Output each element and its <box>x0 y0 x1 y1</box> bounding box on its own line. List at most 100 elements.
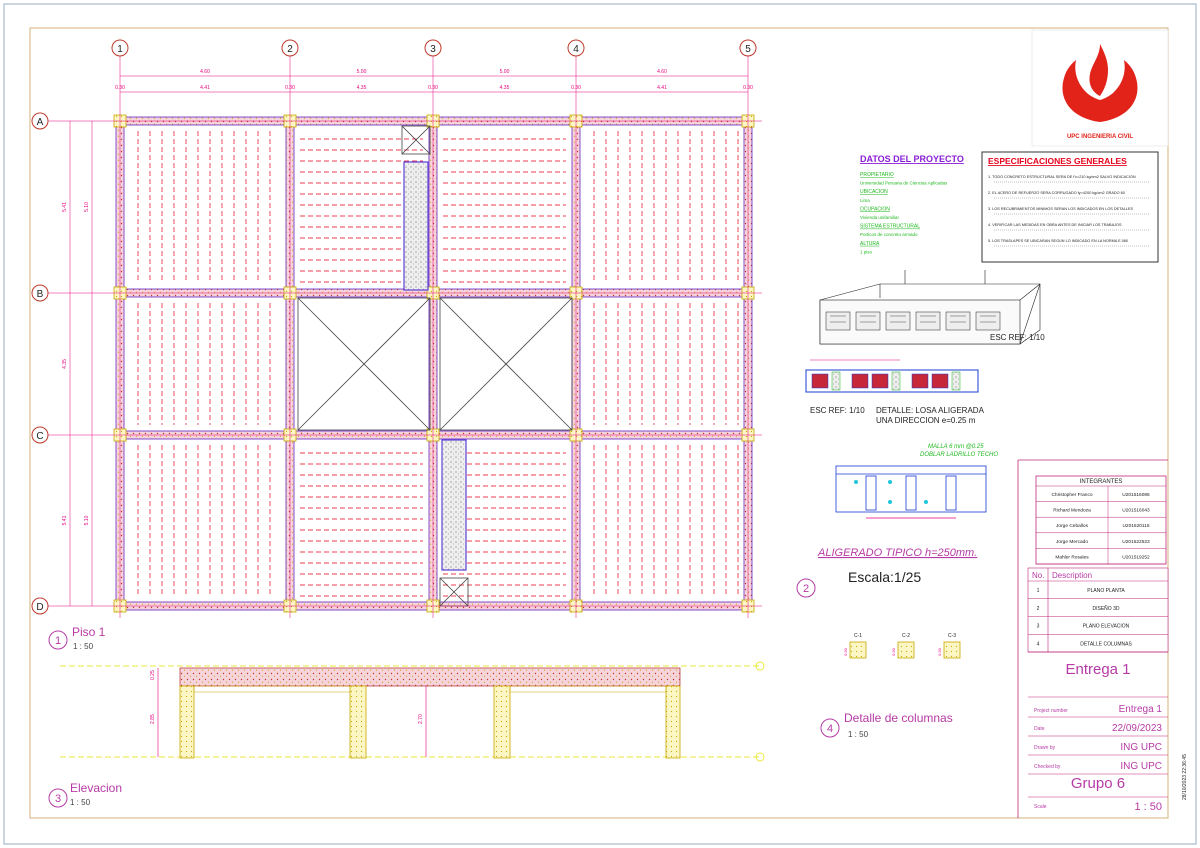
stair-void <box>297 125 573 607</box>
member-name: Jorge Mercado <box>1056 539 1088 545</box>
mesh-note-1: MALLA 6 mm @0.25 <box>928 444 984 450</box>
grid-bubble-label: 4 <box>573 44 579 55</box>
slab-detail-sub: UNA DIRECCION e=0.25 m <box>876 416 976 425</box>
column-tag: C-3 <box>948 633 956 639</box>
member-name: Jorge Ceballos <box>1056 523 1089 529</box>
dim-text: 4.35 <box>62 359 68 369</box>
brick <box>871 373 889 389</box>
grid-bubble-row <box>31 284 49 302</box>
column-details: C-10.30C-20.30C-30.30 4 Detalle de colum… <box>820 633 961 739</box>
spec-item: 4. VERIFICAR LAS MEDIDAS EN OBRA ANTES D… <box>988 223 1122 227</box>
column-size: 0.30 <box>937 647 942 656</box>
dim-text: 4.41 <box>657 85 667 91</box>
project-data: DATOS DEL PROYECTO PROPIETARIOUniversida… <box>860 154 964 254</box>
plot-timestamp: 28/10/2023 22:36:45 <box>1182 754 1188 800</box>
column-tag: C-2 <box>902 633 910 639</box>
slab-detail-title: DETALLE: LOSA ALIGERADA <box>876 406 985 415</box>
sheet-row-desc: DISEÑO 3D <box>1093 605 1120 612</box>
brick-block <box>945 311 971 331</box>
rib <box>951 371 961 391</box>
project-data-line: Porticos de concreto armado <box>860 232 918 237</box>
sheet-row-no: 1 <box>1037 588 1040 594</box>
grid-bubble-row <box>31 426 49 444</box>
dim-text: 0.30 <box>115 85 125 91</box>
member-name: Christopher Franco <box>1051 492 1092 498</box>
grid-bubble-label: B <box>37 289 44 300</box>
grid-bubble-label: 1 <box>117 44 123 55</box>
view-number-plan: 1 <box>55 635 61 647</box>
project-data-line: OCUPACION <box>860 206 890 212</box>
dim-text: 4.60 <box>200 69 210 75</box>
rib <box>891 371 901 391</box>
project-data-line: Vivienda unifamiliar <box>860 215 899 220</box>
view-label-elevation: 3 Elevacion 1 : 50 <box>48 781 122 808</box>
view-label-slab: 2 <box>796 578 816 598</box>
sheet-row-desc: PLANO PLANTA <box>1087 588 1125 594</box>
grid-bubble-column <box>424 39 442 57</box>
column-size: 0.30 <box>891 647 896 656</box>
sheet-row-no: 4 <box>1037 641 1040 647</box>
grid-bubble-label: D <box>36 602 43 613</box>
dim-text: 5.41 <box>62 515 68 525</box>
grid-bubble-column <box>739 39 757 57</box>
general-specs-title: ESPECIFICACIONES GENERALES <box>988 156 1127 166</box>
dim-text: 5.10 <box>84 202 90 212</box>
brick <box>851 373 869 389</box>
column-section <box>897 641 915 659</box>
ramp-1 <box>403 161 429 291</box>
scale-label: Scale <box>1034 804 1047 810</box>
brick <box>811 373 829 389</box>
member-name: Mahler Rosales <box>1055 554 1089 560</box>
view-scale-elevation: 1 : 50 <box>70 798 91 807</box>
project-number-value: Entrega 1 <box>1119 704 1163 715</box>
member-code: U201516086 <box>1122 492 1150 498</box>
grid-bubble-label: 3 <box>430 44 436 55</box>
member-code: U201522523 <box>1122 539 1150 545</box>
view-number-slab: 2 <box>803 583 809 595</box>
flame-icon <box>1062 44 1138 122</box>
dim-text: 5.10 <box>84 515 90 525</box>
view-number-columns: 4 <box>827 723 833 735</box>
dim-text: 0.30 <box>743 85 753 91</box>
project-data-line: UBICACION <box>860 189 888 195</box>
dim-text: 0.30 <box>428 85 438 91</box>
dim-text: 5.00 <box>357 69 367 75</box>
brick <box>911 373 929 389</box>
slab-3d-section <box>819 270 1041 345</box>
view-name-columns: Detalle de columnas <box>844 711 953 725</box>
elevation-beam <box>179 667 681 687</box>
dim-text: 4.60 <box>657 69 667 75</box>
sheet-border <box>29 27 1169 819</box>
view-name-elevation: Elevacion <box>70 781 122 795</box>
elevation-col-4 <box>665 685 681 759</box>
slab-detail-heading: ALIGERADO TIPICO h=250mm. <box>817 547 977 559</box>
brick-block <box>915 311 941 331</box>
grid-bubble-column <box>111 39 129 57</box>
elev-dim-slab: 0.25 <box>150 670 156 680</box>
mesh-note-2: DOBLAR LADRILLO TECHO <box>920 452 998 458</box>
member-code: U201519252 <box>1122 554 1150 560</box>
slab-3d-scale: ESC REF: 1/10 <box>990 333 1045 342</box>
dim-text: 4.35 <box>357 85 367 91</box>
slab-cut-scale: ESC REF: 1/10 <box>810 406 865 415</box>
view-label-plan: 1 Piso 1 1 : 50 <box>48 625 106 651</box>
entrega-label: Entrega 1 <box>1065 661 1130 678</box>
date-value: 22/09/2023 <box>1112 723 1162 734</box>
checked-by-value: ING UPC <box>1120 761 1162 772</box>
ramp-2 <box>441 439 467 571</box>
spec-item: 5. LOS TRASLAPES SE UBICARAN SEGUN LO IN… <box>988 239 1128 243</box>
column-section <box>849 641 867 659</box>
column-section <box>943 641 961 659</box>
dim-text: 4.35 <box>500 85 510 91</box>
sheet-list-desc-header: Description <box>1052 571 1092 580</box>
project-data-title: DATOS DEL PROYECTO <box>860 154 964 164</box>
checked-by-label: Checked by <box>1034 764 1061 770</box>
grid-bubble-label: 2 <box>287 44 293 55</box>
grid-bubble-row <box>31 112 49 130</box>
sheet-list-no-header: No. <box>1032 571 1044 580</box>
project-data-line: Universidad Peruana de Ciencias Aplicada… <box>860 181 948 186</box>
